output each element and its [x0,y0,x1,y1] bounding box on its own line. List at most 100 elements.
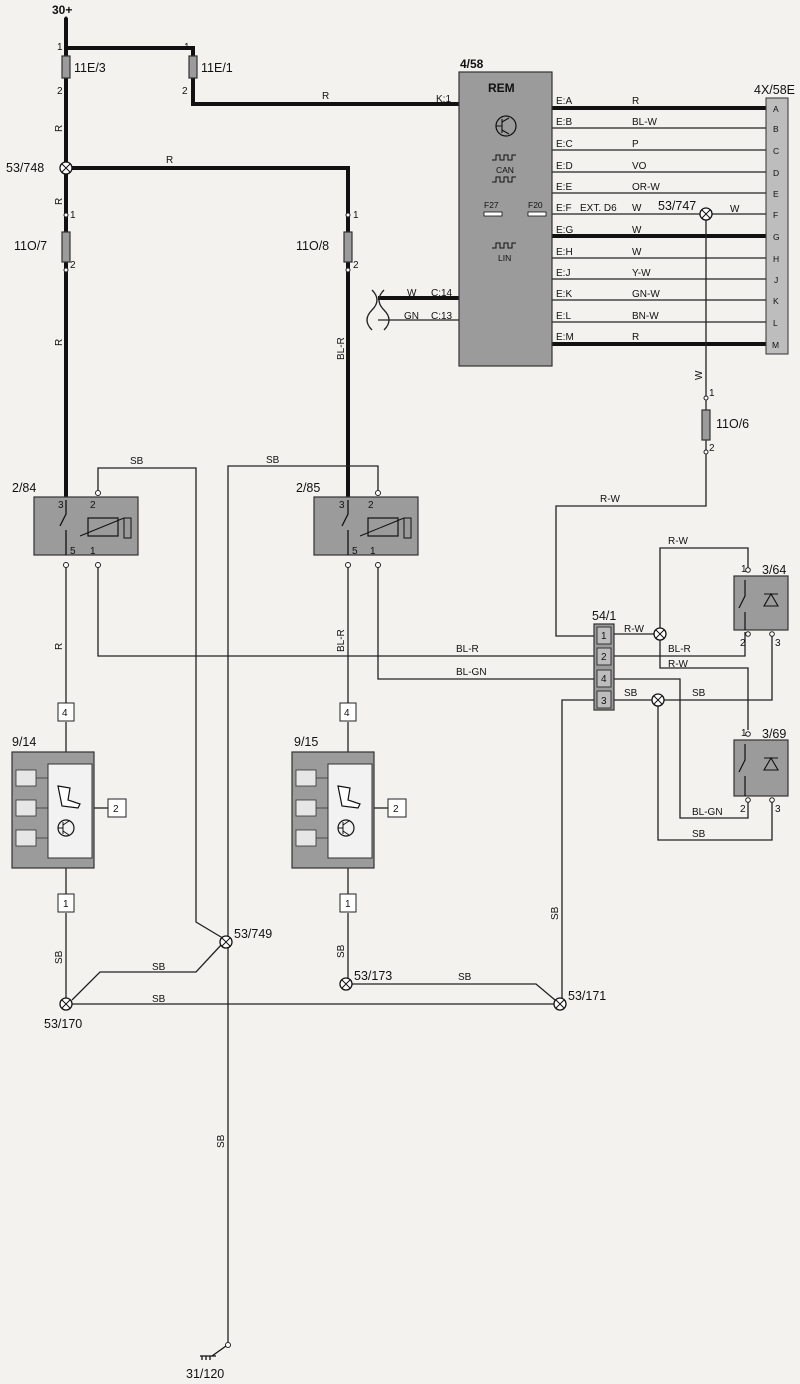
svg-text:SB: SB [152,994,166,1005]
svg-text:G: G [773,232,780,242]
svg-text:F27: F27 [484,200,499,210]
svg-text:H: H [773,254,779,264]
svg-text:BL-R: BL-R [668,644,691,655]
seat-icon [57,785,81,809]
svg-text:9/14: 9/14 [12,735,36,749]
svg-text:W: W [694,370,705,380]
svg-text:1: 1 [184,42,190,53]
wire-color-labels: R R R R R BL-R W W R-W SB SB R BL-R BL-R… [54,91,740,1148]
svg-text:11O/7: 11O/7 [14,239,47,253]
svg-text:R: R [54,643,65,650]
svg-text:R: R [54,339,65,346]
svg-text:31/120: 31/120 [186,1367,224,1381]
splice-53-748: 53/748 [6,161,73,175]
svg-text:BL-R: BL-R [456,644,479,655]
svg-text:11O/8: 11O/8 [296,239,329,253]
svg-text:SB: SB [54,950,65,964]
svg-text:R: R [166,155,173,166]
svg-text:SB: SB [216,1134,227,1148]
splice-53-171: 53/171 [553,989,606,1011]
svg-text:BL-R: BL-R [336,629,347,652]
svg-text:53/170: 53/170 [44,1017,82,1031]
svg-text:GN-W: GN-W [632,289,660,300]
svg-text:E:E: E:E [556,182,572,193]
svg-text:1: 1 [345,899,351,910]
switch-3-69: 3/69 1 2 3 [733,727,789,815]
svg-text:E:G: E:G [556,225,573,236]
splice-53-749: 53/749 [219,927,272,949]
svg-text:53/171: 53/171 [568,989,606,1003]
svg-text:R-W: R-W [668,659,689,670]
supply-wires [64,18,766,500]
svg-text:54/1: 54/1 [592,609,616,623]
svg-text:K:1: K:1 [436,94,451,105]
svg-text:5: 5 [352,546,358,557]
svg-text:3: 3 [601,696,607,707]
svg-text:2/85: 2/85 [296,481,320,495]
svg-text:2: 2 [353,260,359,271]
svg-text:9/15: 9/15 [294,735,318,749]
svg-text:BL-GN: BL-GN [692,807,723,818]
fuse-11o6: 11O/6 1 2 [701,388,749,455]
connector-54-1: 54/1 1 2 4 3 [592,609,616,711]
svg-text:2: 2 [601,652,607,663]
svg-text:SB: SB [692,829,706,840]
svg-text:1: 1 [370,546,376,557]
svg-text:E:A: E:A [556,96,572,107]
svg-text:VO: VO [632,161,647,172]
svg-text:4: 4 [601,674,607,685]
svg-text:2: 2 [740,638,746,649]
splice-r-w [653,627,667,641]
svg-text:E:L: E:L [556,311,571,322]
svg-text:R: R [322,91,329,102]
svg-text:SB: SB [266,455,280,466]
svg-text:BL-W: BL-W [632,117,658,128]
svg-text:2: 2 [113,804,119,815]
svg-text:P: P [632,139,639,150]
seat-module-9-15: 9/15 4 2 1 [291,702,407,913]
svg-text:3/64: 3/64 [762,563,786,577]
svg-text:CAN: CAN [496,165,514,175]
connector-4x58e: 4X/58E A B C D E F G H J K L M [754,83,795,355]
splice-53-170: 53/170 [44,997,82,1031]
svg-text:SB: SB [624,688,638,699]
svg-text:W: W [632,247,642,258]
transistor-icon [495,115,517,137]
svg-text:E: E [773,189,779,199]
svg-text:2: 2 [57,86,63,97]
svg-text:SB: SB [692,688,706,699]
svg-text:R-W: R-W [624,624,645,635]
svg-text:1: 1 [741,728,747,739]
svg-text:2: 2 [709,443,715,454]
svg-text:LIN: LIN [498,253,511,263]
fuse-11e3: 11E/3 1 2 [57,42,106,97]
svg-text:D: D [773,168,779,178]
rem-module: 4/58 REM K:1 CAN F27 F20 LIN W C:14 GN C… [404,57,553,367]
svg-text:E:D: E:D [556,161,573,172]
svg-text:W: W [730,204,740,215]
svg-text:2: 2 [393,804,399,815]
svg-text:C:13: C:13 [431,311,453,322]
svg-text:4: 4 [344,708,350,719]
svg-text:53/749: 53/749 [234,927,272,941]
svg-text:SB: SB [130,456,144,467]
rem-outputs: E:A R E:B BL-W E:C P E:D VO E:E OR-W E:F… [556,96,660,343]
svg-text:R-W: R-W [600,494,621,505]
svg-text:2: 2 [740,804,746,815]
svg-text:2/84: 2/84 [12,481,36,495]
splice-53-747: 53/747 [658,199,713,221]
svg-text:BN-W: BN-W [632,311,659,322]
svg-text:BL-R: BL-R [336,337,347,360]
svg-text:2: 2 [182,86,188,97]
relay-2-84: 2/84 3 2 5 1 [12,481,139,568]
svg-text:F: F [773,210,778,220]
svg-text:2: 2 [90,500,96,511]
svg-text:SB: SB [458,972,472,983]
svg-text:3: 3 [339,500,345,511]
splice-53-173: 53/173 [339,969,392,991]
svg-text:BL-GN: BL-GN [456,667,487,678]
fuse-11e1: 11E/1 1 2 [182,42,233,97]
svg-text:5: 5 [70,546,76,557]
svg-text:3: 3 [58,500,64,511]
